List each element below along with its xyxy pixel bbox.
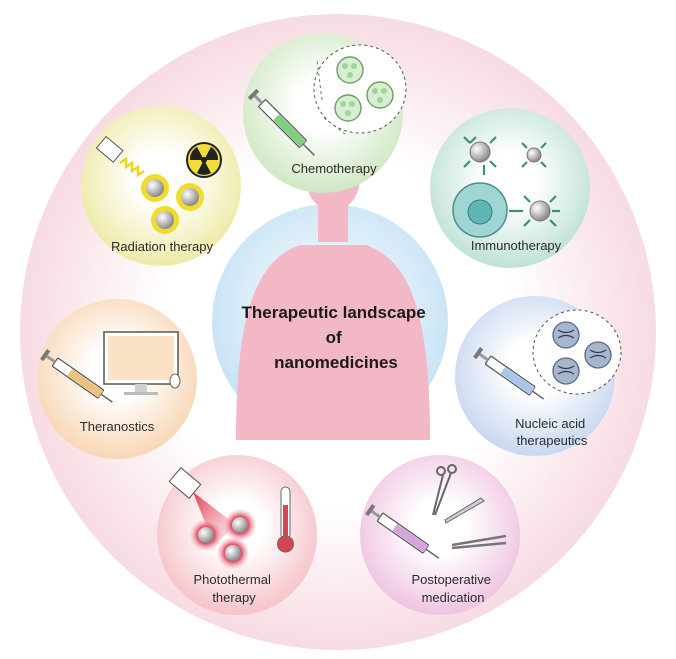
chemotherapy-label: Chemotherapy [291,161,377,176]
label-line: Radiation therapy [111,239,213,254]
monitor-icon [103,331,181,395]
nucleic-acid-node: Nucleic acid therapeutics [455,296,622,456]
thermometer-icon [277,486,294,553]
immunotherapy-node: Immunotherapy [430,108,590,268]
label-line: Photothermal [194,572,271,587]
label-line: Theranostics [80,419,155,434]
nucleic-acid-label: Nucleic acid therapeutics [515,416,589,448]
syringe-icon [247,88,315,156]
label-line: Postoperative [411,572,491,587]
center-hub: Therapeutic landscape of nanomedicines [212,145,448,440]
label-line: therapeutics [517,433,588,448]
theranostics-node: Theranostics [37,299,197,459]
syringe-icon [473,347,545,400]
label-line: Chemotherapy [291,161,377,176]
immune-cell-icon [452,182,508,238]
radiation-source-icon [95,135,145,178]
label-line: medication [422,590,485,605]
scalpel-icon [444,497,485,524]
forceps-icon [451,534,507,550]
syringe-icon [365,504,440,559]
antibody-nanoparticle-icon [463,136,560,227]
postoperative-node: Postoperative medication [360,455,520,615]
chemotherapy-node: Chemotherapy [243,33,407,193]
radiation-hazard-icon [186,142,222,178]
center-title-line: of [326,328,342,347]
syringe-icon [40,349,113,403]
laser-icon [168,467,236,545]
radiosensitizer-nanoparticle-icon [141,174,204,234]
theranostics-label: Theranostics [80,419,155,434]
immunotherapy-label: Immunotherapy [471,238,562,253]
photothermal-label: Photothermal therapy [194,572,275,605]
center-title-line: Therapeutic landscape [242,303,426,322]
heated-nanoparticle-icon [190,509,256,569]
scissors-icon [432,464,457,516]
label-line: Nucleic acid [515,416,585,431]
center-title-line: nanomedicines [274,353,398,372]
center-title: Therapeutic landscape of nanomedicines [242,303,431,372]
label-line: therapy [212,590,256,605]
photothermal-node: Photothermal therapy [157,455,317,615]
postoperative-label: Postoperative medication [411,572,494,605]
radiation-label: Radiation therapy [111,239,213,254]
label-line: Immunotherapy [471,238,562,253]
radiation-node: Radiation therapy [81,106,241,266]
mouse-icon [169,373,181,389]
